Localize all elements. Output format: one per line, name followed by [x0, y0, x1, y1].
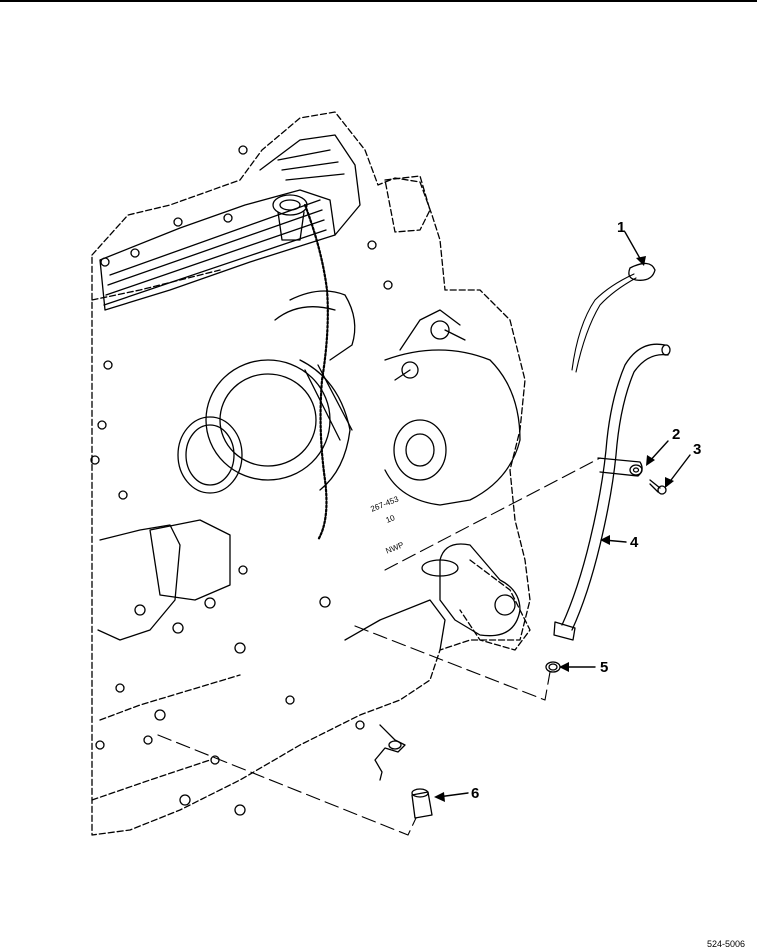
assembly-lines	[157, 457, 601, 836]
oil-filler	[272, 194, 308, 241]
valve-cover	[99, 134, 361, 311]
bolt-part-3	[649, 479, 667, 495]
top-rule	[0, 0, 757, 2]
engine-mount	[421, 543, 521, 637]
leader-arrowheads	[434, 256, 674, 802]
figure-id: 524-5006	[706, 939, 745, 949]
block-bolts	[90, 145, 393, 816]
callout-1: 1	[617, 219, 625, 236]
leader-lines	[437, 231, 691, 798]
callout-5: 5	[600, 659, 608, 676]
engine-assembly	[91, 111, 531, 836]
callout-2: 2	[672, 426, 680, 443]
o-ring-part-5	[545, 661, 561, 673]
engine-part-number: 267-453	[369, 494, 400, 514]
dipstick-handle-part-1	[571, 262, 656, 373]
turbocharger	[177, 290, 356, 494]
callout-4: 4	[630, 534, 639, 551]
washer-part-2	[629, 464, 643, 476]
dipstick-tube-part-4	[553, 343, 671, 641]
engine-marking-line3: NWP	[384, 540, 405, 555]
callout-6: 6	[471, 785, 479, 802]
front-housing	[384, 309, 521, 506]
engine-marking-line2: 10	[385, 513, 397, 525]
wire-harness	[303, 203, 329, 542]
lower-block	[97, 519, 446, 781]
callout-3: 3	[693, 441, 701, 458]
plug-part-6	[411, 788, 433, 819]
